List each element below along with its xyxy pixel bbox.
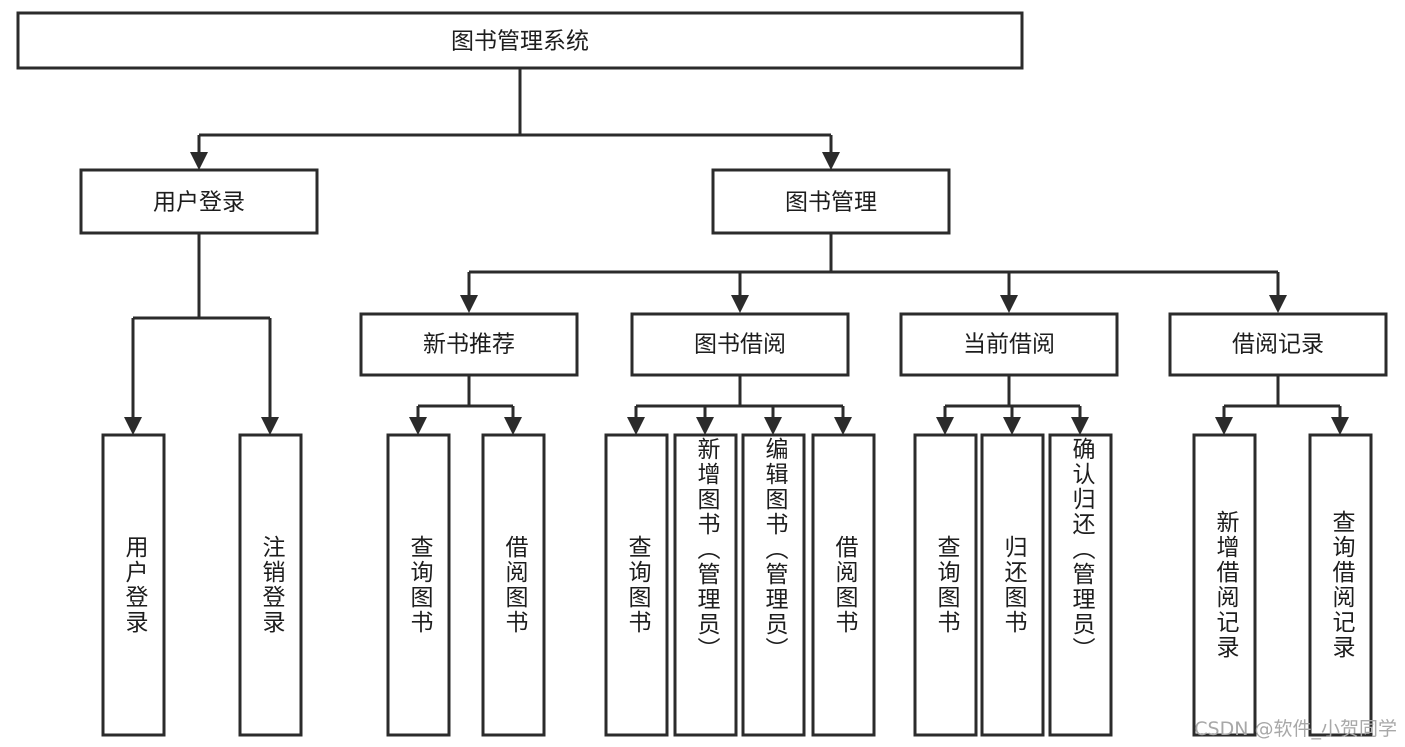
- arrow-head-current-borrow-leaf-2: [1003, 417, 1021, 435]
- leaf-box-book-borrow-1[interactable]: [604, 433, 669, 737]
- connector-group-new-book: [409, 375, 522, 435]
- node-book-manage[interactable]: 图书管理: [711, 168, 951, 235]
- arrow-head-book-borrow-leaf-2: [696, 417, 714, 435]
- node-current-borrow-box[interactable]: [899, 312, 1119, 377]
- arrow-head-book-manage: [822, 152, 840, 170]
- node-borrow-record-label: 借阅记录: [1232, 332, 1324, 358]
- node-root-box[interactable]: [16, 11, 1024, 70]
- leaf-box-user-login-2[interactable]: [238, 433, 303, 737]
- arrow-head-user-login-leaf-1: [124, 417, 142, 435]
- arrow-head-current-borrow-leaf-3: [1071, 417, 1089, 435]
- node-new-book-recommend-box[interactable]: [359, 312, 579, 377]
- connector-group-root: [190, 68, 840, 170]
- leaf-box-current-borrow-3[interactable]: [1048, 433, 1113, 737]
- node-current-borrow[interactable]: 当前借阅: [899, 312, 1119, 377]
- connector-group-current-borrow: [936, 375, 1089, 435]
- arrow-head-borrow-record: [1269, 295, 1287, 313]
- node-new-book-recommend-label: 新书推荐: [423, 332, 515, 358]
- node-user-login-box[interactable]: [79, 168, 319, 235]
- connector-group-book-borrow: [627, 375, 852, 435]
- node-book-manage-box[interactable]: [711, 168, 951, 235]
- arrow-head-current-borrow-leaf-1: [936, 417, 954, 435]
- node-book-borrow-label: 图书借阅: [694, 332, 786, 358]
- node-user-login[interactable]: 用户登录: [79, 168, 319, 235]
- node-root[interactable]: 图书管理系统: [16, 11, 1024, 70]
- leaf-box-book-borrow-3[interactable]: [741, 433, 806, 737]
- arrow-head-book-borrow-leaf-4: [834, 417, 852, 435]
- leaf-box-current-borrow-1[interactable]: [913, 433, 978, 737]
- arrow-head-current-borrow: [1000, 295, 1018, 313]
- connector-group-user-login: [124, 233, 279, 435]
- node-borrow-record[interactable]: 借阅记录: [1168, 312, 1388, 377]
- connector-group-book-manage: [460, 233, 1287, 313]
- node-book-borrow-box[interactable]: [630, 312, 850, 377]
- leaf-box-borrow-record-2[interactable]: [1308, 433, 1373, 737]
- node-book-borrow[interactable]: 图书借阅: [630, 312, 850, 377]
- arrow-head-user-login-leaf-2: [261, 417, 279, 435]
- node-new-book-recommend[interactable]: 新书推荐: [359, 312, 579, 377]
- leaf-box-current-borrow-2[interactable]: [980, 433, 1045, 737]
- leaf-box-new-book-2[interactable]: [481, 433, 546, 737]
- leaf-box-book-borrow-2[interactable]: [673, 433, 738, 737]
- arrow-head-borrow-record-leaf-2: [1331, 417, 1349, 435]
- connector-group-borrow-record: [1215, 375, 1349, 435]
- node-borrow-record-box[interactable]: [1168, 312, 1388, 377]
- node-root-label: 图书管理系统: [451, 29, 589, 55]
- arrow-head-borrow-record-leaf-1: [1215, 417, 1233, 435]
- arrow-head-user-login: [190, 152, 208, 170]
- arrow-head-new-book-leaf-2: [504, 417, 522, 435]
- arrow-head-book-borrow-leaf-1: [627, 417, 645, 435]
- leaf-box-borrow-record-1[interactable]: [1192, 433, 1257, 737]
- leaf-box-user-login-1[interactable]: [101, 433, 166, 737]
- arrow-head-book-borrow: [731, 295, 749, 313]
- node-current-borrow-label: 当前借阅: [963, 332, 1055, 358]
- arrow-head-book-borrow-leaf-3: [764, 417, 782, 435]
- watermark-text: CSDN @软件_小贺同学: [1194, 718, 1397, 740]
- node-book-manage-label: 图书管理: [785, 190, 877, 216]
- leaf-box-new-book-1[interactable]: [386, 433, 451, 737]
- node-user-login-label: 用户登录: [153, 190, 245, 216]
- arrow-head-new-book: [460, 295, 478, 313]
- leaf-box-book-borrow-4[interactable]: [811, 433, 876, 737]
- arrow-head-new-book-leaf-1: [409, 417, 427, 435]
